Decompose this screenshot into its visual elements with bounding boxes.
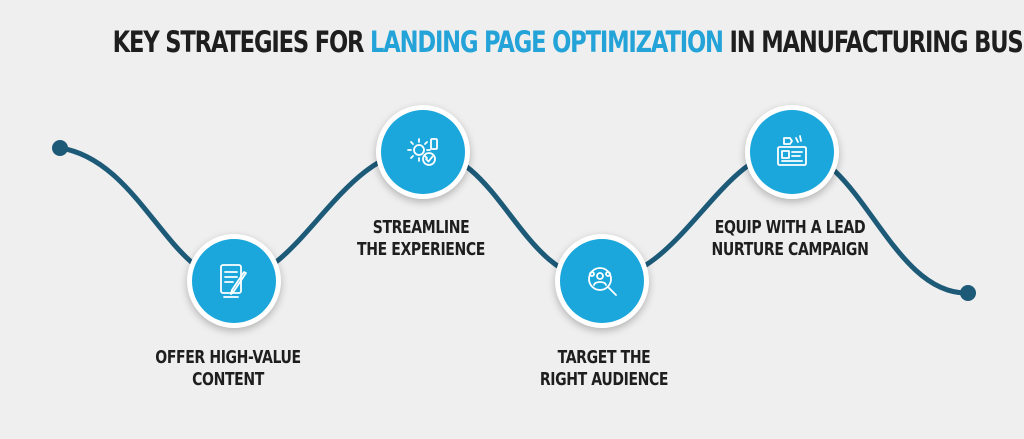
step-1-line-1: OFFER HIGH-VALUE [155,347,301,368]
step-3-line-2: RIGHT AUDIENCE [539,369,669,390]
step-2-line-2: THE EXPERIENCE [357,239,485,260]
wave-start-dot [52,140,68,156]
step-4-badge [745,105,839,199]
document-pen-icon [220,264,247,298]
wave-end-dot [960,285,976,301]
page-title: KEY STRATEGIES FOR LANDING PAGE OPTIMIZA… [112,25,1024,59]
title-suffix: IN MANUFACTURING BUSINESSES [729,25,1024,59]
audience-search-icon [588,267,617,296]
step-2-badge [376,105,470,199]
step-3-label: TARGET THE RIGHT AUDIENCE [518,347,690,391]
step-1-line-2: CONTENT [192,369,264,390]
title-highlight: LANDING PAGE OPTIMIZATION [369,25,724,59]
step-3-line-1: TARGET THE [557,347,651,368]
step-1-badge [187,234,281,328]
title-prefix: KEY STRATEGIES FOR [112,25,370,59]
campaign-board-icon [777,135,807,166]
gear-check-icon [407,138,438,166]
step-2-line-1: STREAMLINE [372,217,470,238]
step-4-line-1: EQUIP WITH A LEAD [714,217,866,238]
step-4-line-2: NURTURE CAMPAIGN [711,239,869,260]
step-4-label: EQUIP WITH A LEAD NURTURE CAMPAIGN [704,217,876,261]
step-1-label: OFFER HIGH-VALUE CONTENT [142,347,314,391]
step-3-badge [555,234,649,328]
step-2-label: STREAMLINE THE EXPERIENCE [335,217,507,261]
